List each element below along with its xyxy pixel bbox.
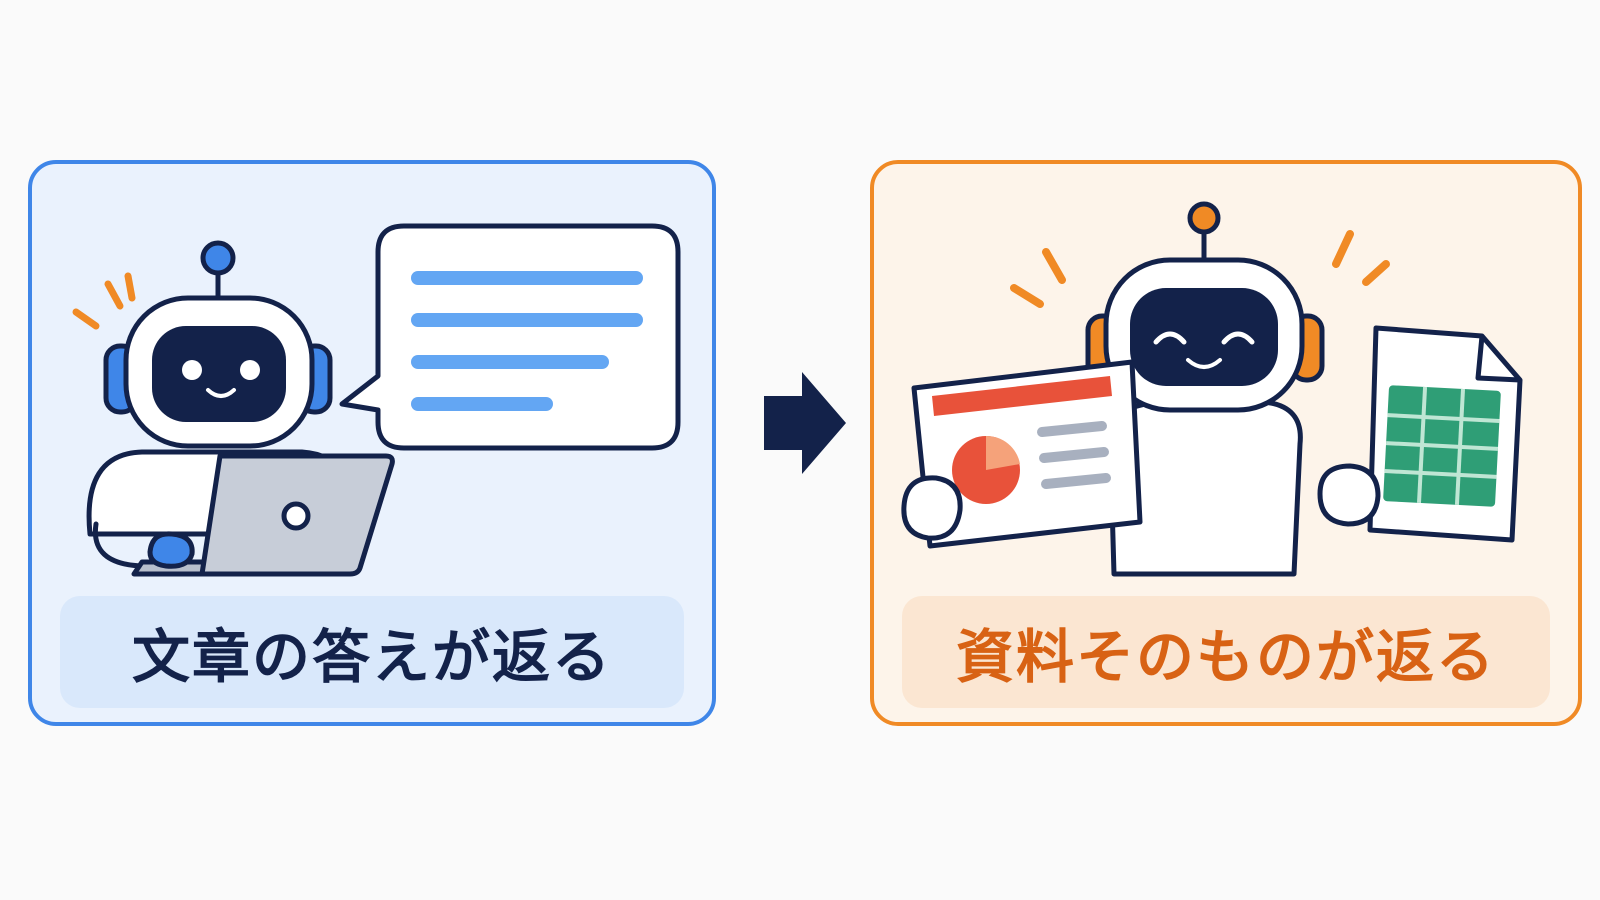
laptop-icon <box>131 453 395 577</box>
after-panel: 資料そのものが返る <box>870 160 1582 726</box>
arrow-right-icon <box>764 372 846 474</box>
before-caption: 文章の答えが返る <box>60 596 684 708</box>
excitement-marks-icon <box>1332 230 1390 286</box>
after-illustration <box>901 201 1523 577</box>
spreadsheet-document-icon <box>1317 325 1523 543</box>
after-caption: 資料そのものが返る <box>902 596 1550 708</box>
excitement-marks-icon <box>72 272 136 330</box>
answer-text-lines <box>411 271 643 411</box>
before-panel: 文章の答えが返る <box>28 160 716 726</box>
presentation-slide-icon <box>901 359 1143 549</box>
robot-icon <box>1085 201 1325 577</box>
excitement-marks-icon <box>1010 248 1066 308</box>
before-illustration <box>72 223 681 577</box>
speech-bubble-icon <box>339 223 681 451</box>
